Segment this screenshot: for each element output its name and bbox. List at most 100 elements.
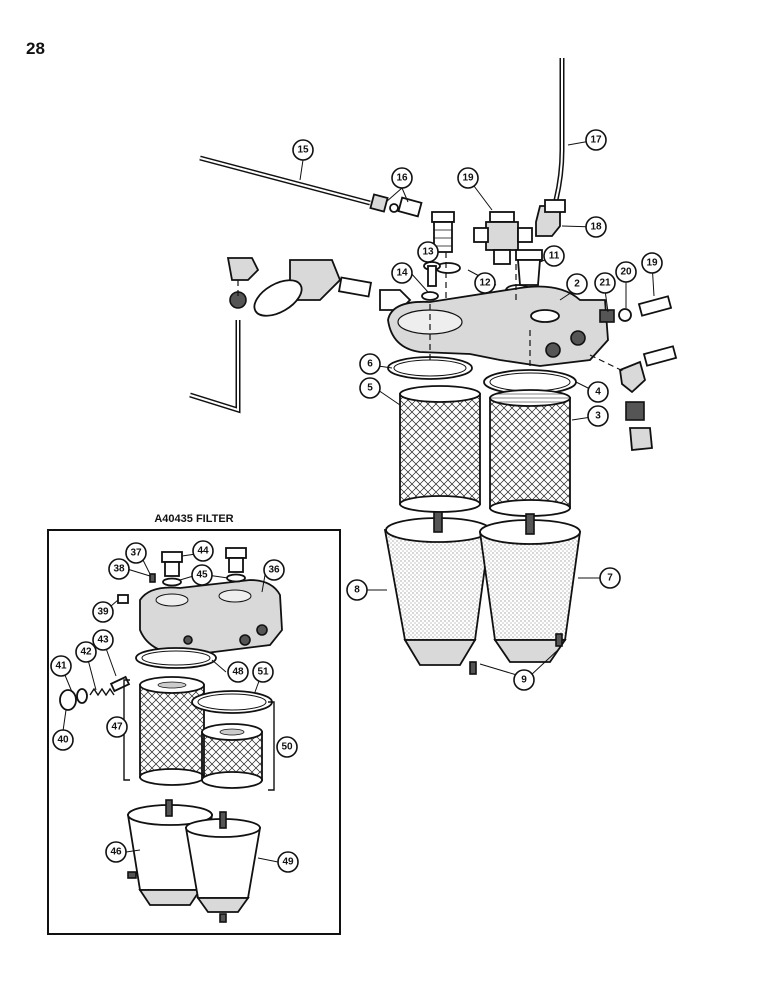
svg-text:41: 41: [55, 661, 67, 672]
callout-17: 17: [585, 129, 607, 151]
callout-19: 19: [641, 252, 663, 274]
valve-10: [473, 211, 533, 265]
filter-bowl-7: [478, 513, 582, 663]
callout-11: 11: [543, 245, 565, 267]
screw-13: [423, 261, 441, 287]
inset-plug-39: [117, 594, 129, 604]
callout-9: 9: [513, 669, 535, 691]
inset-element-50: [201, 723, 263, 789]
svg-text:42: 42: [80, 647, 92, 658]
inset-gasket-48: [135, 647, 217, 669]
callout-18: 18: [585, 216, 607, 238]
fittings-16: [369, 193, 423, 218]
callout-49: 49: [277, 851, 299, 873]
callout-36: 36: [263, 559, 285, 581]
inset-plug-44a: [161, 551, 183, 577]
callout-14: 14: [391, 262, 413, 284]
filter-element-5: [399, 385, 481, 513]
svg-text:13: 13: [422, 247, 434, 258]
svg-text:40: 40: [57, 735, 69, 746]
inset-element-47: [139, 676, 205, 786]
filter-bowl-8: [383, 511, 492, 666]
filter-element-3: [489, 389, 571, 517]
callout-43: 43: [92, 629, 114, 651]
inset-screw-38: [149, 573, 156, 583]
svg-text:43: 43: [97, 635, 109, 646]
callout-37: 37: [125, 542, 147, 564]
callout-38: 38: [108, 558, 130, 580]
washer-14: [421, 291, 439, 301]
svg-text:3: 3: [595, 411, 601, 422]
svg-text:19: 19: [646, 258, 658, 269]
callout-16: 16: [391, 167, 413, 189]
washer-20: [618, 308, 632, 322]
plug-11: [515, 249, 543, 286]
svg-text:5: 5: [367, 383, 373, 394]
svg-text:17: 17: [590, 135, 602, 146]
inset-relief-valve-parts: [59, 675, 131, 711]
svg-text:2: 2: [574, 279, 580, 290]
inset-washer-45a: [162, 577, 182, 587]
svg-text:9: 9: [521, 675, 527, 686]
fitting-21: [599, 309, 615, 323]
callout-20: 20: [615, 261, 637, 283]
callout-8: 8: [346, 579, 368, 601]
svg-text:44: 44: [197, 546, 209, 557]
svg-text:6: 6: [367, 359, 373, 370]
svg-text:21: 21: [599, 278, 611, 289]
callout-3: 3: [587, 405, 609, 427]
svg-text:50: 50: [281, 742, 293, 753]
callout-5: 5: [359, 377, 381, 399]
callout-46: 46: [105, 841, 127, 863]
callout-40: 40: [52, 729, 74, 751]
svg-text:12: 12: [479, 278, 491, 289]
callout-12: 12: [474, 272, 496, 294]
svg-text:45: 45: [196, 570, 208, 581]
return-line: [189, 320, 241, 414]
callout-42: 42: [75, 641, 97, 663]
callout-13: 13: [417, 241, 439, 263]
svg-text:38: 38: [113, 564, 125, 575]
callout-15: 15: [292, 139, 314, 161]
svg-text:20: 20: [620, 267, 632, 278]
svg-text:51: 51: [257, 667, 269, 678]
svg-text:15: 15: [297, 145, 309, 156]
callout-50: 50: [276, 736, 298, 758]
svg-text:7: 7: [607, 573, 613, 584]
callout-45: 45: [191, 564, 213, 586]
svg-text:47: 47: [111, 722, 123, 733]
callout-44: 44: [192, 540, 214, 562]
callout-6: 6: [359, 353, 381, 375]
svg-text:14: 14: [396, 268, 408, 279]
svg-text:11: 11: [549, 251, 560, 262]
callout-48: 48: [227, 661, 249, 683]
svg-text:8: 8: [354, 585, 360, 596]
inset-filter-head-36: [139, 579, 283, 656]
fuel-line-15: [199, 155, 371, 206]
callout-39: 39: [92, 601, 114, 623]
svg-text:46: 46: [110, 847, 122, 858]
page-number: 28: [26, 39, 45, 58]
fuel-line-17: [553, 58, 565, 201]
elbow-18: [535, 199, 566, 237]
svg-text:4: 4: [595, 387, 601, 398]
banjo-bolt-near-12: [431, 211, 455, 253]
callout-10: 19: [457, 167, 479, 189]
nipple-19: [637, 295, 673, 317]
callout-21: 21: [594, 272, 616, 294]
svg-text:37: 37: [130, 548, 142, 559]
callout-51: 51: [252, 661, 274, 683]
inset-title: A40435 FILTER: [154, 513, 233, 525]
filter-head-2: [387, 285, 609, 367]
drain-plug-9b: [555, 633, 563, 647]
drain-plug-9a: [469, 661, 477, 675]
svg-text:48: 48: [232, 667, 244, 678]
svg-text:19: 19: [462, 173, 474, 184]
inset-bowl-49: [184, 811, 262, 923]
callout-4: 4: [587, 381, 609, 403]
svg-text:18: 18: [590, 222, 602, 233]
svg-text:16: 16: [396, 173, 408, 184]
svg-text:49: 49: [282, 857, 294, 868]
